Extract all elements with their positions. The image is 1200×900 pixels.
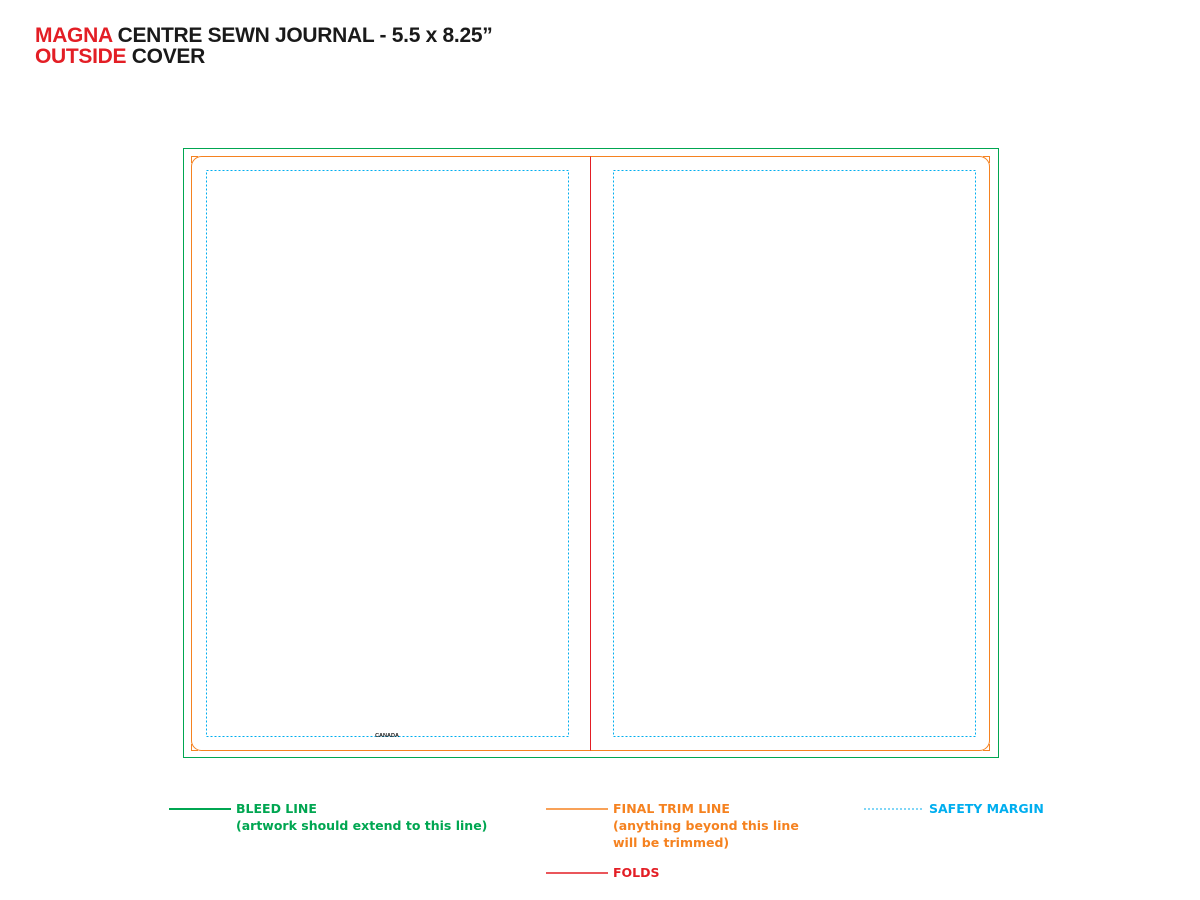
back-cover-imprint: CANADA — [375, 733, 399, 739]
legend-bleed-swatch — [169, 808, 231, 810]
safety-margin-front-cover — [613, 170, 976, 737]
trim-corner-top-right — [983, 156, 990, 163]
bleed-line — [183, 148, 999, 758]
legend-safety-swatch — [864, 808, 922, 810]
legend-trim-title: FINAL TRIM LINE — [613, 801, 730, 816]
legend-trim-note-line2: will be trimmed) — [613, 835, 730, 850]
legend-trim-note-line1: (anything beyond this line — [613, 818, 799, 833]
brand-name: MAGNA — [35, 24, 113, 47]
cover-label: COVER — [131, 45, 205, 68]
legend-trim-swatch — [546, 808, 608, 810]
legend-folds: FOLDS — [546, 864, 746, 884]
legend-bleed-note: (artwork should extend to this line) — [236, 818, 488, 833]
product-title: CENTRE SEWN JOURNAL - 5.5 x 8.25” — [117, 24, 493, 47]
trim-corner-bottom-right — [983, 744, 990, 751]
page-header: MAGNA CENTRE SEWN JOURNAL - 5.5 x 8.25” … — [35, 24, 493, 67]
legend-safety-title: SAFETY MARGIN — [929, 801, 1044, 816]
legend-bleed: BLEED LINE (artwork should extend to thi… — [169, 800, 499, 840]
safety-margin-back-cover — [206, 170, 569, 737]
legend-safety: SAFETY MARGIN — [864, 800, 1064, 820]
legend-folds-title: FOLDS — [613, 865, 660, 880]
trim-corner-bottom-left — [191, 744, 198, 751]
trim-corner-top-left — [191, 156, 198, 163]
cover-side: OUTSIDE — [35, 45, 127, 68]
legend-bleed-title: BLEED LINE — [236, 801, 317, 816]
legend-trim: FINAL TRIM LINE (anything beyond this li… — [546, 800, 836, 856]
header-line-2: OUTSIDE COVER — [35, 46, 492, 67]
legend-folds-swatch — [546, 872, 608, 874]
header-line-1: MAGNA CENTRE SEWN JOURNAL - 5.5 x 8.25” — [35, 24, 493, 47]
